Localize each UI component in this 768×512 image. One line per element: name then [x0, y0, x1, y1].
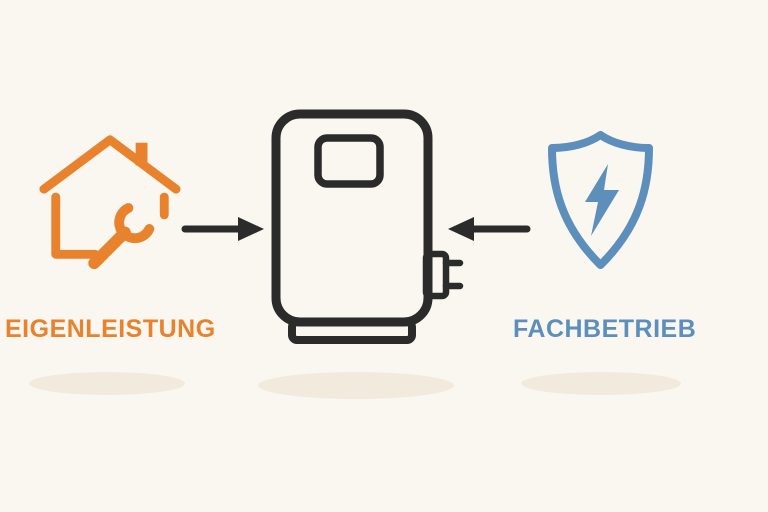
power-plug-icon	[422, 250, 464, 300]
arrow-left-icon	[448, 217, 531, 241]
shadow-ellipse-right	[521, 372, 681, 395]
lightning-bolt-icon	[585, 164, 619, 236]
unit-display-panel	[314, 134, 384, 188]
unit-body	[271, 109, 433, 327]
shadow-ellipse-center	[258, 372, 454, 399]
label-eigenleistung: EIGENLEISTUNG	[5, 315, 216, 343]
wrench-icon	[88, 203, 155, 270]
shadow-ellipse-left	[29, 372, 185, 395]
shield-outline	[548, 131, 653, 269]
house-walls	[51, 192, 169, 259]
shield-lightning-icon	[548, 131, 653, 269]
house-roof	[39, 135, 181, 194]
heat-pump-unit-icon	[271, 109, 464, 344]
arrow-right-icon	[181, 217, 264, 241]
unit-base-plinth	[288, 318, 416, 344]
house-wrench-icon	[39, 135, 181, 270]
label-fachbetrieb: FACHBETRIEB	[513, 315, 697, 343]
